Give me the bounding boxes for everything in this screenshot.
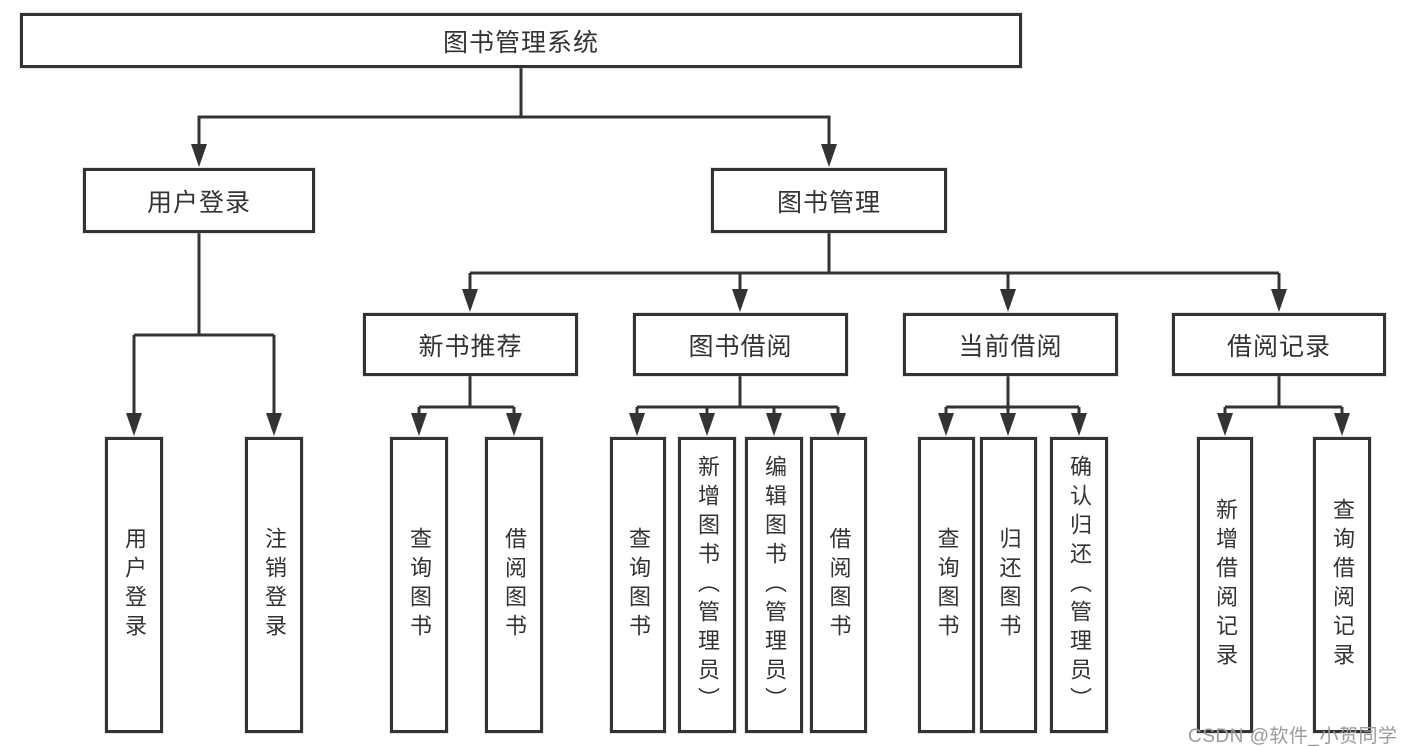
leaf-add-borrow-record-label: 新增借阅记录 [1213, 498, 1238, 672]
node-current-borrowing-label: 当前借阅 [958, 332, 1063, 361]
node-new-book-recommend: 新书推荐 [363, 313, 578, 376]
leaf-confirm-return-admin: 确认归还（管理员） [1050, 437, 1108, 733]
leaf-query-books-recommend: 查询图书 [390, 437, 448, 733]
leaf-add-books-admin: 新增图书（管理员） [678, 437, 736, 733]
leaf-edit-books-admin-label: 编辑图书（管理员） [762, 454, 787, 716]
node-user-login: 用户登录 [83, 168, 315, 233]
node-borrowing-records: 借阅记录 [1172, 313, 1386, 376]
arrowhead-icons [126, 144, 1350, 436]
leaf-return-books: 归还图书 [980, 437, 1037, 733]
node-book-borrowing: 图书借阅 [633, 313, 848, 376]
leaf-query-books-borrowing: 查询图书 [610, 437, 666, 733]
node-book-borrowing-label: 图书借阅 [688, 332, 793, 361]
node-user-login-label: 用户登录 [146, 188, 251, 217]
node-borrowing-records-label: 借阅记录 [1226, 332, 1331, 361]
leaf-return-books-label: 归还图书 [996, 527, 1022, 643]
leaf-query-books-current-label: 查询图书 [934, 527, 960, 643]
leaf-logout: 注销登录 [245, 437, 303, 733]
node-new-book-recommend-label: 新书推荐 [418, 332, 523, 361]
leaf-query-books-borrowing-label: 查询图书 [626, 527, 651, 643]
leaf-borrow-books-recommend: 借阅图书 [485, 437, 543, 733]
csdn-watermark: CSDN @软件_小贺同学 [1188, 726, 1398, 747]
leaf-query-borrow-record: 查询借阅记录 [1313, 437, 1371, 733]
node-root-label: 图书管理系统 [442, 28, 599, 57]
leaf-logout-label: 注销登录 [262, 527, 287, 643]
leaf-borrow-books-label: 借阅图书 [826, 527, 852, 643]
leaf-query-books-current: 查询图书 [918, 437, 975, 733]
leaf-user-login: 用户登录 [105, 437, 163, 733]
node-current-borrowing: 当前借阅 [903, 313, 1118, 376]
leaf-borrow-books: 借阅图书 [810, 437, 867, 733]
leaf-query-borrow-record-label: 查询借阅记录 [1330, 498, 1355, 672]
node-book-management: 图书管理 [711, 168, 947, 233]
leaf-add-borrow-record: 新增借阅记录 [1197, 437, 1253, 733]
leaf-edit-books-admin: 编辑图书（管理员） [745, 437, 803, 733]
leaf-add-books-admin-label: 新增图书（管理员） [695, 454, 720, 716]
leaf-confirm-return-admin-label: 确认归还（管理员） [1067, 454, 1092, 716]
node-root-system: 图书管理系统 [20, 13, 1022, 68]
leaf-query-books-recommend-label: 查询图书 [407, 527, 432, 643]
node-book-management-label: 图书管理 [776, 188, 881, 217]
leaf-borrow-books-recommend-label: 借阅图书 [502, 527, 527, 643]
leaf-user-login-label: 用户登录 [122, 527, 147, 643]
